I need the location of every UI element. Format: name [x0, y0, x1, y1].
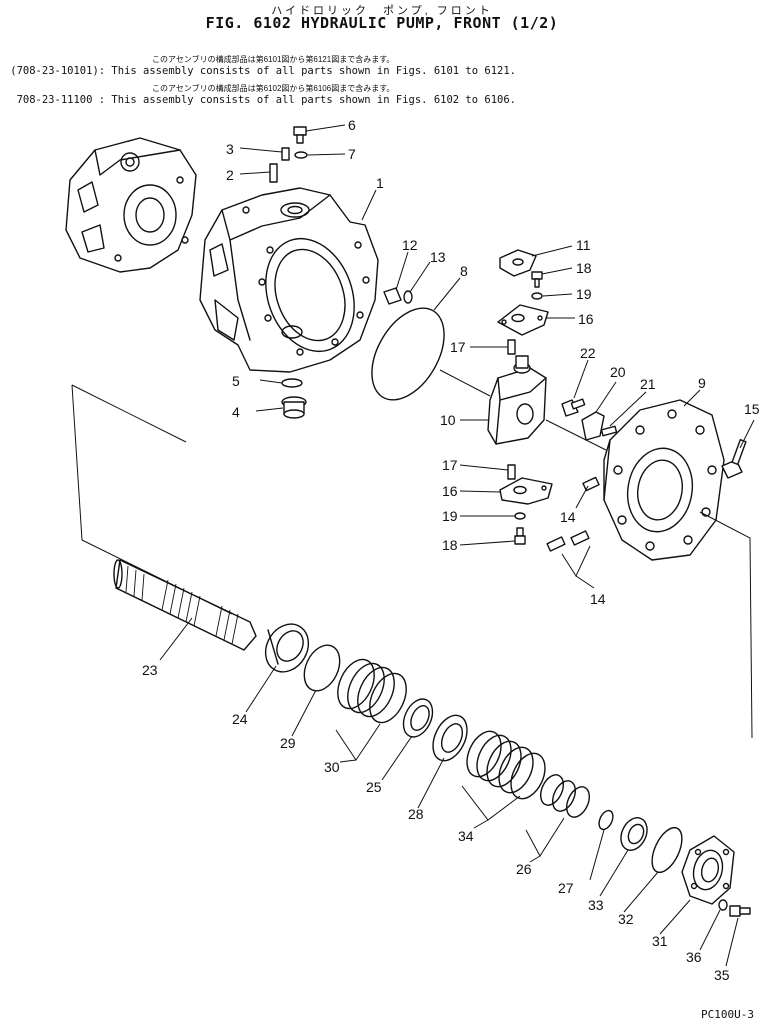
- part-6-plug: [293, 126, 307, 144]
- part-26-rings: [539, 774, 591, 818]
- callout-24: 24: [232, 711, 248, 727]
- part-4-plug: [281, 396, 307, 419]
- callout-5: 5: [232, 373, 240, 389]
- part-18-bolt-upper: [531, 271, 543, 288]
- callout-33: 33: [588, 897, 604, 913]
- callout-34: 34: [458, 828, 474, 844]
- callout-31: 31: [652, 933, 668, 949]
- part-23-shaft: [113, 559, 257, 651]
- callout-3: 3: [226, 141, 234, 157]
- callout-19-b: 19: [442, 508, 458, 524]
- callout-8: 8: [460, 263, 468, 279]
- callout-28: 28: [408, 806, 424, 822]
- part-8-o-ring: [371, 307, 445, 401]
- callout-30: 30: [324, 759, 340, 775]
- callout-9: 9: [698, 375, 706, 391]
- part-29-snap-ring: [303, 644, 341, 692]
- footer-model-code: PC100U-3: [701, 1008, 754, 1021]
- callout-19-a: 19: [576, 286, 592, 302]
- callout-32: 32: [618, 911, 634, 927]
- callout-15: 15: [744, 401, 760, 417]
- part-19-washer-lower: [514, 512, 526, 520]
- note-1-japanese: このアセンブリの構成部品は第6101図から第6121図まで含みます。: [152, 55, 395, 64]
- callout-11: 11: [576, 237, 591, 253]
- part-36-washer: [718, 899, 728, 911]
- note-1-text: This assembly consists of all parts show…: [111, 65, 516, 77]
- callout-17-a: 17: [450, 339, 466, 355]
- note-2-japanese: このアセンブリの構成部品は第6102図から第6106図まで含みます。: [152, 84, 395, 93]
- callout-4: 4: [232, 404, 240, 420]
- callout-35: 35: [714, 967, 730, 983]
- part-20-block: [581, 411, 605, 441]
- callout-18-a: 18: [576, 260, 592, 276]
- callout-16-a: 16: [578, 311, 594, 327]
- callout-10: 10: [440, 412, 456, 428]
- part-32-o-ring: [651, 826, 683, 874]
- callout-18-b: 18: [442, 537, 458, 553]
- part-22-bolt: [561, 398, 586, 417]
- callout-22: 22: [580, 345, 596, 361]
- callout-13: 13: [430, 249, 446, 265]
- callout-17-b: 17: [442, 457, 458, 473]
- part-5-o-ring: [281, 378, 303, 388]
- note-2-text: This assembly consists of all parts show…: [111, 94, 516, 106]
- callout-27: 27: [558, 880, 574, 896]
- callout-29: 29: [280, 735, 296, 751]
- japanese-title: ハイドロリック ポンプ, フロント: [271, 5, 493, 17]
- part-21-pin: [600, 425, 618, 437]
- callout-20: 20: [610, 364, 626, 380]
- callout-14-a: 14: [560, 509, 576, 525]
- part-34-springs: [466, 730, 546, 800]
- part-1-case: [199, 187, 379, 373]
- part-16-cover-lower: [499, 477, 553, 505]
- callout-12: 12: [402, 237, 418, 253]
- part-3-fitting: [281, 147, 290, 161]
- part-16-cover-upper: [497, 304, 549, 336]
- part-35-bolt: [729, 905, 751, 917]
- note-1: (708-23-10101): This assembly consists o…: [10, 65, 516, 77]
- leader-lines: [159, 124, 755, 967]
- part-12-plug: [383, 287, 402, 305]
- part-33-bearing: [620, 817, 648, 851]
- callout-21: 21: [640, 376, 656, 392]
- callout-16-b: 16: [442, 483, 458, 499]
- part-2-fitting: [269, 163, 278, 183]
- note-2: 708-23-11100 : This assembly consists of…: [17, 94, 516, 106]
- part-25-seal: [402, 698, 434, 738]
- callout-1: 1: [376, 175, 384, 191]
- callout-6: 6: [348, 117, 356, 133]
- part-19-washer-upper: [531, 292, 543, 300]
- assembly-axis-lines: [71, 369, 753, 739]
- part-17-pin-lower: [507, 464, 516, 480]
- part-24-bearing: [264, 623, 310, 673]
- callout-14-b: 14: [590, 591, 606, 607]
- part-9-end-cover: [603, 399, 725, 561]
- part-31-cover: [681, 835, 735, 905]
- part-15-bolt: [721, 438, 747, 479]
- figure-title: FIG. 6102 HYDRAULIC PUMP, FRONT (1/2): [205, 14, 559, 32]
- part-17-pin-upper: [507, 339, 516, 355]
- callout-2: 2: [226, 167, 234, 183]
- callout-labels: 1 2 3 4 5 6 7 8 9 10 11 12 13 14 14 14 1…: [142, 117, 760, 983]
- callout-23: 23: [142, 662, 158, 678]
- note-2-part-number: 708-23-11100 :: [16, 94, 106, 106]
- part-11-plate: [499, 249, 537, 277]
- callout-26: 26: [516, 861, 532, 877]
- reference-housing-drawing: [65, 137, 197, 273]
- part-7-o-ring: [294, 151, 308, 159]
- callout-36: 36: [686, 949, 702, 965]
- note-1-part-number: (708-23-10101):: [10, 65, 106, 77]
- callout-25: 25: [366, 779, 382, 795]
- part-13-o-ring: [403, 290, 413, 304]
- part-28-seal: [432, 714, 468, 762]
- part-30-springs: [337, 658, 407, 724]
- part-27-snap-ring: [598, 809, 614, 831]
- callout-7: 7: [348, 146, 356, 162]
- part-10-servo-block: [487, 355, 547, 445]
- part-18-bolt-lower: [514, 527, 526, 545]
